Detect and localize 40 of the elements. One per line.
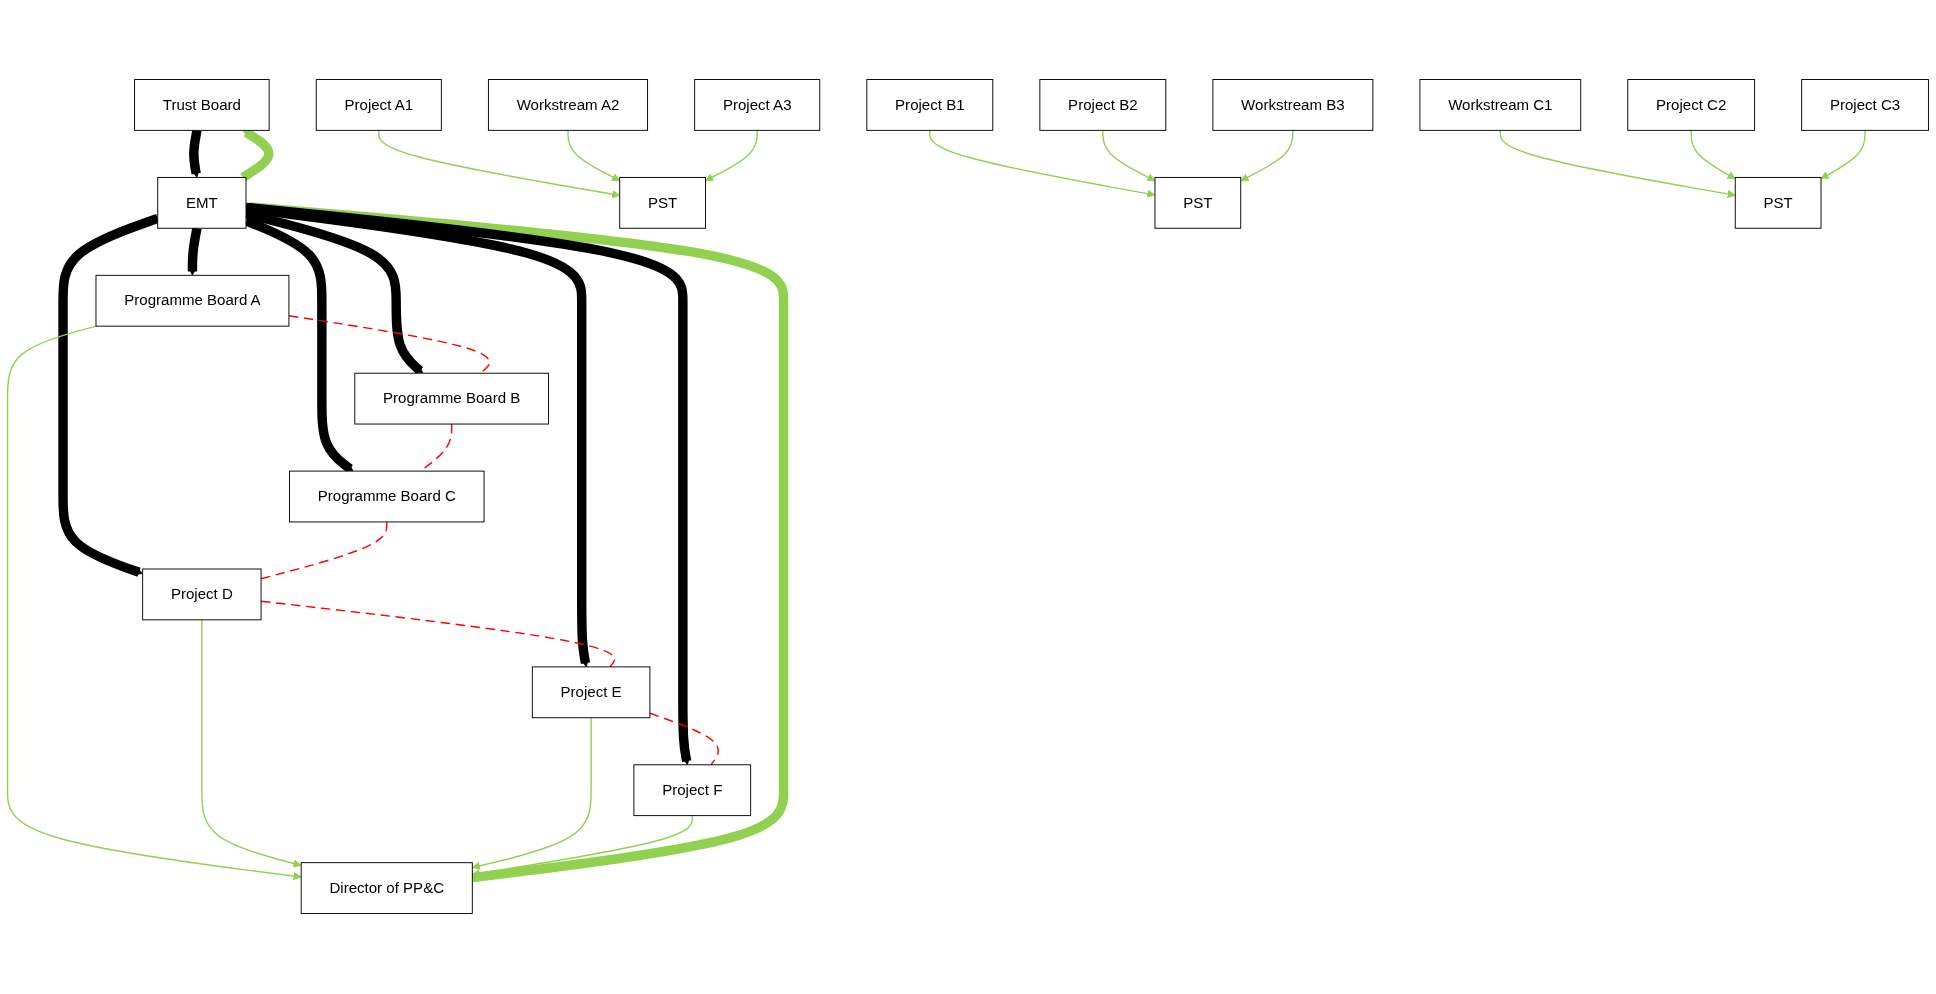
arrow bbox=[1820, 130, 1866, 180]
node-box: Director of PP&C bbox=[300, 862, 473, 915]
arrow bbox=[1102, 130, 1156, 182]
arrow bbox=[245, 203, 692, 766]
arrow bbox=[471, 717, 592, 871]
node-box: Workstream B3 bbox=[1212, 79, 1374, 132]
arrow bbox=[378, 130, 621, 199]
node-box: Workstream A2 bbox=[487, 79, 649, 132]
node-box: PST bbox=[1734, 177, 1822, 230]
arrow bbox=[187, 227, 202, 277]
node-box: Workstream C1 bbox=[1419, 79, 1582, 132]
node-box: Project C2 bbox=[1627, 79, 1756, 132]
arrow bbox=[705, 130, 758, 182]
node-box: Project A1 bbox=[315, 79, 442, 132]
node-box: Programme Board A bbox=[95, 275, 290, 328]
connector bbox=[649, 713, 719, 766]
connector bbox=[260, 601, 616, 669]
arrow bbox=[201, 619, 302, 868]
arrow bbox=[1499, 130, 1736, 199]
node-box: EMT bbox=[157, 177, 247, 230]
connector bbox=[260, 521, 388, 580]
node-box: Project B2 bbox=[1039, 79, 1167, 132]
node-box: PST bbox=[1154, 177, 1242, 230]
arrow bbox=[189, 129, 202, 179]
node-box: Project C3 bbox=[1801, 79, 1929, 132]
arrow bbox=[6, 325, 302, 881]
arrow bbox=[1690, 130, 1736, 180]
arrow bbox=[1240, 130, 1294, 182]
node-box: Trust Board bbox=[134, 79, 270, 132]
node-box: Project B1 bbox=[866, 79, 994, 132]
node-box: Programme Board B bbox=[354, 373, 549, 425]
node-box: Project E bbox=[531, 666, 651, 719]
node-box: Project D bbox=[142, 569, 262, 621]
node-box: Programme Board C bbox=[289, 471, 485, 523]
arrow bbox=[245, 202, 789, 883]
node-box: Project A3 bbox=[694, 79, 821, 132]
arrow bbox=[929, 130, 1156, 199]
node-box: PST bbox=[619, 177, 706, 230]
arrow bbox=[567, 130, 621, 182]
node-box: Project F bbox=[633, 764, 752, 817]
